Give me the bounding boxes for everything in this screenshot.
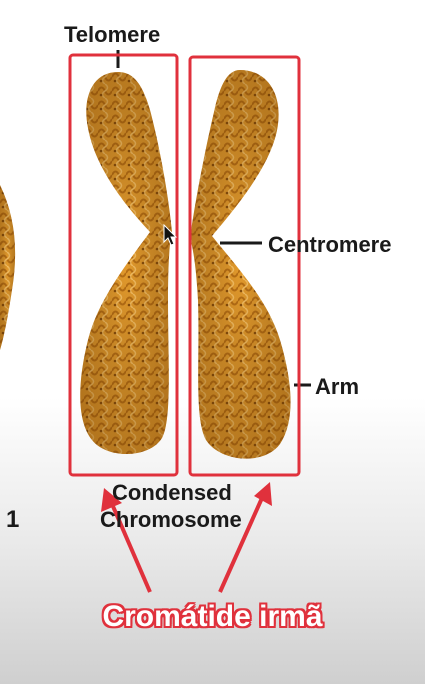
- arm-label: Arm: [315, 374, 360, 399]
- centromere-label: Centromere: [268, 232, 392, 257]
- caption-line-1: Condensed: [112, 480, 232, 505]
- sister-chromatid-annotation: Cromátide irmã: [102, 600, 323, 633]
- left-chromatid-highlight-box: [68, 53, 179, 477]
- right-chromatid-highlight-box: [188, 55, 301, 477]
- right-chromatid: [190, 70, 291, 459]
- telomere-label: Telomere: [64, 22, 161, 47]
- left-chromatid: [80, 72, 172, 455]
- neighbor-chromosome-fragment: [0, 185, 16, 350]
- figure-number: 1: [6, 506, 20, 533]
- caption-line-2: Chromosome: [100, 507, 242, 532]
- mouse-pointer-icon: [163, 223, 178, 246]
- right-arrow: [218, 482, 272, 593]
- left-arrow: [101, 488, 152, 593]
